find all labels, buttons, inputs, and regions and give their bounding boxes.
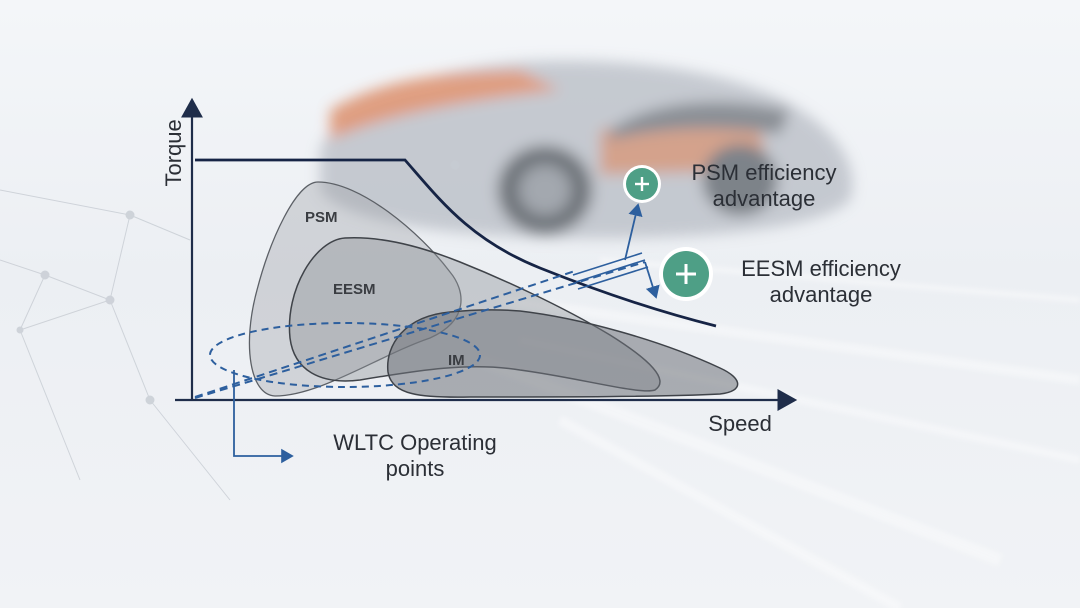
- im-region-label: IM: [448, 352, 465, 369]
- eesm-callout-line1: EESM efficiency: [741, 256, 901, 281]
- im-region: [387, 309, 739, 398]
- psm-callout-arrow: [624, 203, 643, 261]
- psm-callout-text: PSM efficiency advantage: [664, 160, 864, 211]
- wltc-callout-text: WLTC Operating points: [300, 430, 530, 481]
- eesm-plus-icon: [659, 247, 713, 301]
- wltc-dashed-line-2: [194, 261, 646, 399]
- network-decoration: [0, 160, 460, 501]
- psm-plus-icon: [623, 165, 661, 203]
- eesm-region-label: EESM: [333, 281, 376, 298]
- wltc-dashed-line-1: [194, 270, 576, 398]
- wltc-callout-line2: points: [385, 455, 445, 481]
- wltc-parallel-lines: [572, 252, 649, 290]
- torque-axis-label: Torque: [161, 119, 187, 187]
- psm-callout-line1: PSM efficiency: [691, 160, 837, 185]
- speed-axis-label: Speed: [708, 411, 772, 436]
- eesm-callout-text: EESM efficiency advantage: [718, 256, 924, 307]
- psm-callout-line2: advantage: [712, 185, 816, 211]
- wltc-callout-arrow: [233, 370, 294, 464]
- wltc-ellipse: [209, 322, 481, 388]
- eesm-callout-arrow: [644, 261, 660, 299]
- torque-speed-envelope: [195, 158, 717, 328]
- wltc-callout-line1: WLTC Operating: [333, 430, 497, 455]
- psm-region-label: PSM: [305, 209, 338, 226]
- eesm-callout-line2: advantage: [769, 281, 873, 307]
- background-car: [320, 60, 853, 239]
